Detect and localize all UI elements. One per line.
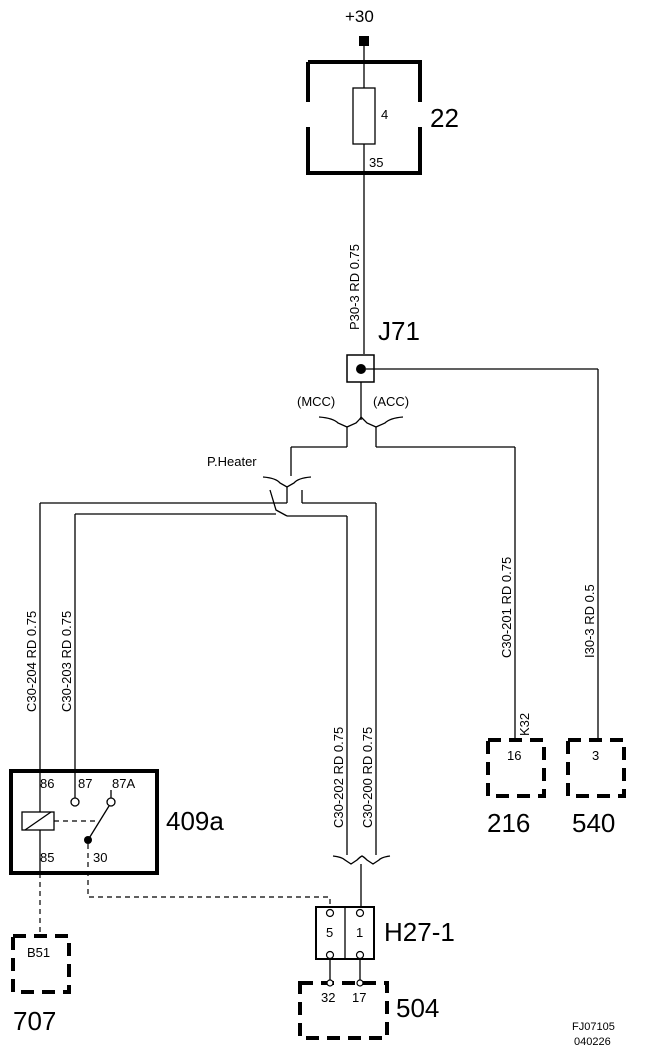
wire-label-c30-202: C30-202 RD 0.75 [331, 727, 346, 828]
component-216-wire-tag: K32 [517, 713, 532, 736]
component-540: 3 540 [566, 738, 626, 838]
component-504-pin-17: 17 [352, 990, 366, 1005]
supply-label: +30 [345, 7, 374, 26]
relay-pin-86: 86 [40, 776, 54, 791]
component-707-pin: B51 [27, 945, 50, 960]
wire-label-p30-3: P30-3 RD 0.75 [347, 244, 362, 330]
relay-pin-87: 87 [78, 776, 92, 791]
connector-pin-1: 1 [356, 925, 363, 940]
component-504-pin-32: 32 [321, 990, 335, 1005]
wire-label-c30-203: C30-203 RD 0.75 [59, 611, 74, 712]
relay-pin-87a: 87A [112, 776, 135, 791]
footer-date: 040226 [574, 1036, 611, 1048]
component-504: 32 17 504 [298, 979, 439, 1040]
relay-contact-87a [106, 797, 116, 807]
connector-pin-5: 5 [326, 925, 333, 940]
variant-mcc: (MCC) [297, 394, 335, 409]
relay-contact-87 [70, 797, 80, 807]
supply-terminal [359, 36, 369, 46]
component-216-id: 216 [487, 808, 530, 838]
wire-label-c30-201: C30-201 RD 0.75 [499, 557, 514, 658]
component-504-id: 504 [396, 993, 439, 1023]
fuse-box-22: 4 35 22 [306, 60, 459, 175]
component-216: 16 K32 216 [486, 713, 546, 838]
junction-dot [356, 364, 366, 374]
connector-id: H27-1 [384, 917, 455, 947]
wire-label-c30-200: C30-200 RD 0.75 [360, 727, 375, 828]
fuse-box-id: 22 [430, 103, 459, 133]
component-707: B51 707 [11, 934, 71, 1036]
relay-pin-30: 30 [93, 850, 107, 865]
fuse-icon [352, 87, 376, 145]
wire-label-c30-204: C30-204 RD 0.75 [24, 611, 39, 712]
component-540-id: 540 [572, 808, 615, 838]
relay-409a: 86 87 87A 85 30 409a [9, 769, 224, 875]
junction-id: J71 [378, 316, 420, 346]
component-540-pin: 3 [592, 748, 599, 763]
relay-id: 409a [166, 806, 224, 836]
variant-acc: (ACC) [373, 394, 409, 409]
fuse-pin: 35 [369, 155, 383, 170]
component-707-id: 707 [13, 1006, 56, 1036]
footer-code: FJ07105 [572, 1021, 615, 1033]
pheater-label: P.Heater [207, 454, 257, 469]
component-216-pin: 16 [507, 748, 521, 763]
relay-pin-85: 85 [40, 850, 54, 865]
wire-label-i30-3: I30-3 RD 0.5 [582, 584, 597, 658]
fuse-number: 4 [381, 107, 388, 122]
connector-h27-1: 5 1 H27-1 [315, 906, 455, 988]
